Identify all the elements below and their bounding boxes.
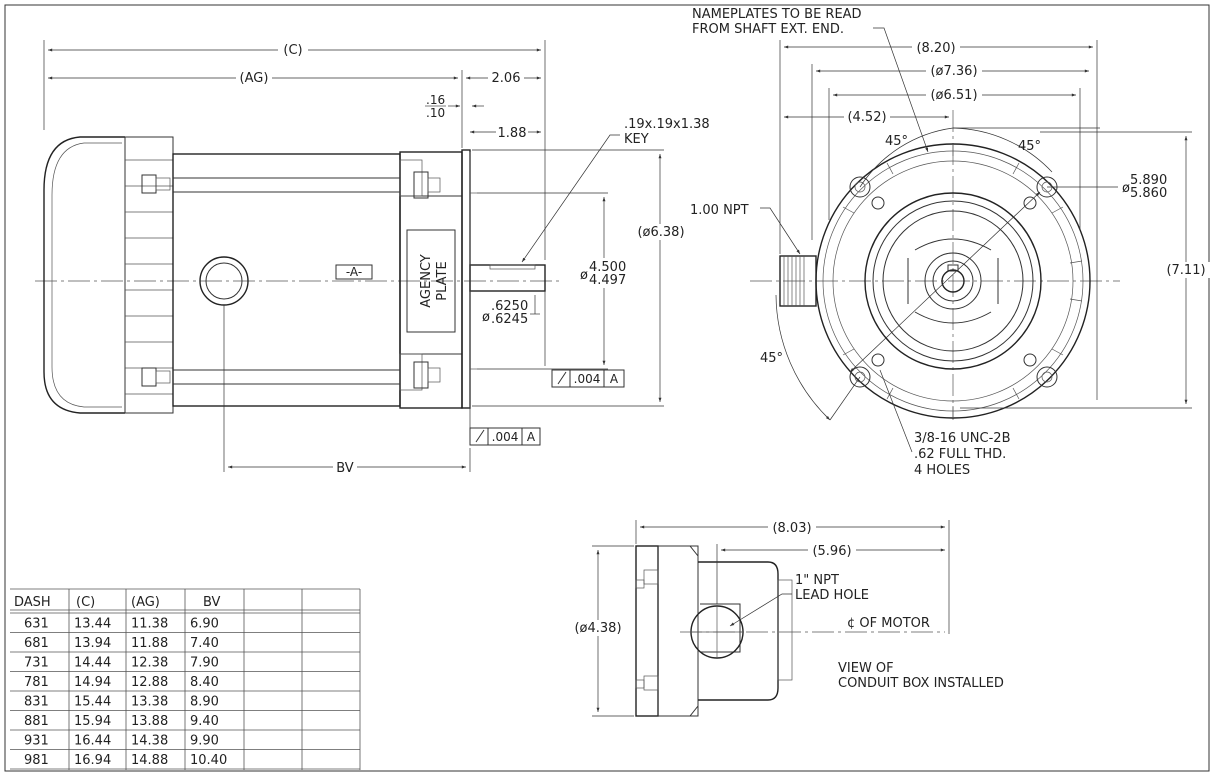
table-cell: 16.94: [74, 753, 111, 768]
dim-bv-label: BV: [336, 461, 354, 476]
table-cell: 9.90: [190, 734, 219, 749]
fcf2-datum: A: [527, 430, 536, 444]
table-cell: 14.88: [131, 753, 168, 768]
pilot-diameter-max: 4.500: [589, 260, 626, 275]
table-cell: 881: [24, 714, 49, 729]
dim-711-label: (7.11): [1166, 263, 1205, 278]
table-cell: 14.44: [74, 656, 111, 671]
table-header-dash: DASH: [14, 595, 51, 610]
dim-d438-label: (ø4.38): [574, 621, 621, 636]
table-cell: 13.38: [131, 695, 168, 710]
pilot-diameter-min: 4.497: [589, 273, 626, 288]
agency-plate-line2: PLATE: [435, 261, 450, 300]
dim-188-label: 1.88: [498, 126, 527, 141]
lead-hole-line1: 1" NPT: [795, 573, 839, 588]
table-cell: 11.38: [131, 617, 168, 632]
table-cell: 631: [24, 617, 49, 632]
datum-a-label: -A-: [346, 265, 362, 279]
dim-016-label: .16: [426, 93, 445, 107]
table-cell: 7.90: [190, 656, 219, 671]
key-label: KEY: [624, 132, 649, 147]
table-cell: 15.44: [74, 695, 111, 710]
table-cell: 8.40: [190, 675, 219, 690]
table-header-ag: (AG): [131, 595, 160, 610]
dash-table: DASH (C) (AG) BV 631 13.44 11.38 6.90 681 13.…: [10, 588, 361, 770]
table-cell: 12.38: [131, 656, 168, 671]
shaft-diameter-min: .6245: [491, 312, 528, 327]
table-cell: 13.94: [74, 636, 111, 651]
dim-d736-label: (ø7.36): [930, 64, 977, 79]
conduit-caption-line1: VIEW OF: [838, 661, 894, 676]
table-header-bv: BV: [203, 595, 221, 610]
dim-d651-label: (ø6.51): [930, 88, 977, 103]
table-cell: 6.90: [190, 617, 219, 632]
table-cell: 10.40: [190, 753, 227, 768]
bolt-circle-symbol: ø: [1122, 181, 1130, 196]
agency-plate-line1: AGENCY: [419, 254, 434, 308]
dim-010-label: .10: [426, 106, 445, 120]
shaft-diameter-symbol: ø: [482, 310, 490, 325]
table-cell: 14.94: [74, 675, 111, 690]
pilot-diameter-symbol: ø: [580, 268, 588, 283]
bolt-circle-min: 5.860: [1130, 186, 1167, 201]
angle-45-left-bottom: 45°: [760, 351, 783, 366]
angle-45-right-top: 45°: [1018, 139, 1041, 154]
table-rows: 631 13.44 11.38 6.90 681 13.94 11.88 7.40 731 14.…: [24, 617, 227, 769]
shaft-diameter-max: .6250: [491, 299, 528, 314]
table-cell: 13.44: [74, 617, 111, 632]
table-cell: 12.88: [131, 675, 168, 690]
dim-452-label: (4.52): [847, 110, 886, 125]
table-cell: 9.40: [190, 714, 219, 729]
table-cell: 931: [24, 734, 49, 749]
dim-820-label: (8.20): [916, 41, 955, 56]
fcf1-datum: A: [610, 372, 619, 386]
table-cell: 7.40: [190, 636, 219, 651]
end-view: NAMEPLATES TO BE READ FROM SHAFT EXT. EN…: [690, 7, 1210, 478]
dim-206-label: 2.06: [492, 71, 521, 86]
key-size-label: .19x.19x1.38: [624, 117, 710, 132]
fcf1-value: .004: [574, 372, 601, 386]
fcf2-value: .004: [492, 430, 519, 444]
dim-c-label: (C): [283, 43, 302, 58]
table-header-c: (C): [76, 595, 95, 610]
drawing-border: [4, 4, 1210, 772]
hole-callout-line2: .62 FULL THD.: [914, 447, 1006, 462]
table-cell: 15.94: [74, 714, 111, 729]
table-cell: 831: [24, 695, 49, 710]
angle-45-left-top: 45°: [885, 134, 908, 149]
motor-centerline-label: ¢ OF MOTOR: [847, 616, 930, 631]
lead-hole-line2: LEAD HOLE: [795, 588, 869, 603]
table-cell: 11.88: [131, 636, 168, 651]
dim-803-label: (8.03): [772, 521, 811, 536]
table-cell: 981: [24, 753, 49, 768]
npt-label: 1.00 NPT: [690, 203, 749, 218]
nameplate-note-line1: NAMEPLATES TO BE READ: [692, 7, 862, 22]
table-cell: 16.44: [74, 734, 111, 749]
table-cell: 731: [24, 656, 49, 671]
hole-callout-line1: 3/8-16 UNC-2B: [914, 431, 1010, 446]
hole-callout-line3: 4 HOLES: [914, 463, 970, 478]
conduit-view: (8.03) (5.96) (ø4.38) 1" NPT LEAD HOLE ¢…: [570, 520, 1004, 717]
table-cell: 781: [24, 675, 49, 690]
table-cell: 8.90: [190, 695, 219, 710]
bolt-circle-max: 5.890: [1130, 173, 1167, 188]
nameplate-note-line2: FROM SHAFT EXT. END.: [692, 22, 844, 37]
conduit-caption-line2: CONDUIT BOX INSTALLED: [838, 676, 1004, 691]
dim-596-label: (5.96): [812, 544, 851, 559]
table-cell: 13.88: [131, 714, 168, 729]
side-view: -A- AGENCY PLATE (C) (AG): [35, 40, 710, 476]
dim-ag-label: (AG): [240, 71, 269, 86]
table-cell: 14.38: [131, 734, 168, 749]
dim-d638-label: (ø6.38): [637, 225, 684, 240]
table-cell: 681: [24, 636, 49, 651]
